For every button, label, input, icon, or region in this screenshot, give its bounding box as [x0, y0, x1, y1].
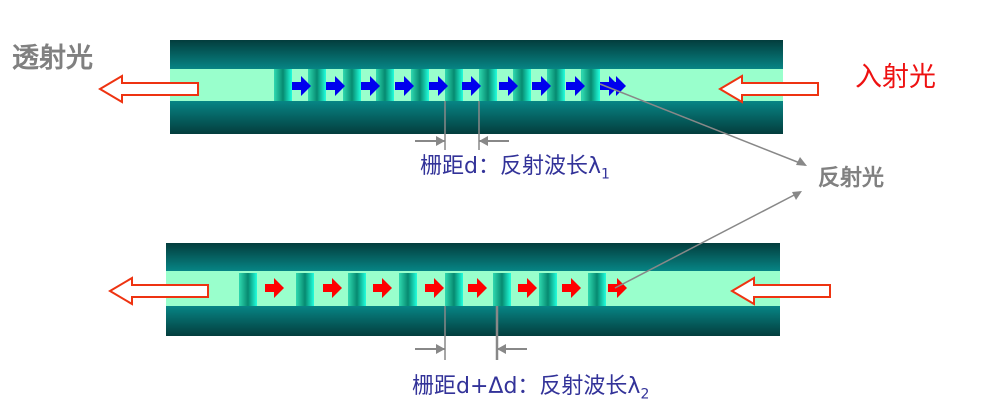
grating-bar — [376, 69, 394, 101]
red-arrow-icon — [323, 278, 342, 298]
red-arrow-icon — [608, 278, 627, 298]
grating-bar — [588, 273, 606, 306]
transmitted-arrow-icon — [98, 74, 199, 104]
pointer-head — [792, 191, 802, 200]
top-fiber-cladding-top — [170, 40, 783, 69]
grating-bar — [513, 69, 531, 101]
top-caption-subscript: 1 — [601, 166, 610, 183]
grating-bar — [411, 69, 429, 101]
incident-light-label: 入射光 — [855, 62, 936, 93]
grating-bar — [296, 273, 314, 306]
blue-arrow-icon — [429, 76, 448, 96]
grating-bar — [539, 273, 557, 306]
blue-arrow-icon — [566, 76, 585, 96]
pointer-head — [796, 157, 807, 166]
bottom-dimension-left-head — [436, 344, 445, 354]
incident-arrow-icon — [718, 74, 819, 104]
blue-arrow-icon — [361, 76, 380, 96]
blue-arrow-icon — [292, 76, 311, 96]
grating-bar — [445, 69, 463, 101]
top-grating-caption: 栅距d：反射波长λ1 — [420, 148, 610, 182]
blue-arrow-icon — [326, 76, 345, 96]
grating-bar — [239, 273, 257, 306]
top-fiber-cladding-bottom — [170, 101, 783, 134]
grating-bar — [547, 69, 565, 101]
red-arrow-icon — [468, 278, 487, 298]
reflected-pointer-bottom — [614, 191, 801, 289]
transmitted-light-label: 透射光 — [12, 43, 93, 74]
bottom-fiber-cladding-top — [166, 243, 780, 271]
bottom-grating-caption: 栅距d+Δd：反射波长λ2 — [412, 368, 649, 402]
red-arrow-icon — [425, 278, 444, 298]
grating-bar — [479, 69, 497, 101]
blue-arrow-icon — [462, 76, 481, 96]
blue-arrow-icon — [499, 76, 518, 96]
top-dimension-right-head — [479, 136, 488, 146]
incident-arrow-icon — [730, 276, 831, 306]
red-arrow-icon — [373, 278, 392, 298]
reflected-pointer-top — [599, 83, 806, 166]
grating-bar — [343, 69, 361, 101]
grating-bar — [399, 273, 417, 306]
blue-arrow-icon — [532, 76, 551, 96]
grating-bar — [493, 273, 511, 306]
transmitted-arrow-icon — [108, 276, 209, 306]
bottom-caption-text: 栅距d+Δd：反射波长λ — [412, 374, 641, 399]
blue-arrow-icon — [607, 76, 626, 96]
red-arrow-icon — [265, 278, 284, 298]
top-dimension-left-head — [436, 136, 445, 146]
grating-bar — [582, 69, 600, 101]
grating-bar — [308, 69, 326, 101]
reflected-light-label: 反射光 — [818, 166, 885, 191]
red-arrow-icon — [518, 278, 537, 298]
grating-bar — [348, 273, 366, 306]
red-arrow-icon — [562, 278, 581, 298]
bottom-caption-subscript: 2 — [640, 386, 650, 403]
grating-bar — [445, 273, 463, 306]
bottom-fiber-cladding-bottom — [166, 306, 780, 336]
bottom-dimension-right-head — [497, 344, 506, 354]
blue-arrow-icon — [395, 76, 414, 96]
top-caption-text: 栅距d：反射波长λ — [420, 154, 601, 179]
grating-bar — [274, 69, 292, 101]
